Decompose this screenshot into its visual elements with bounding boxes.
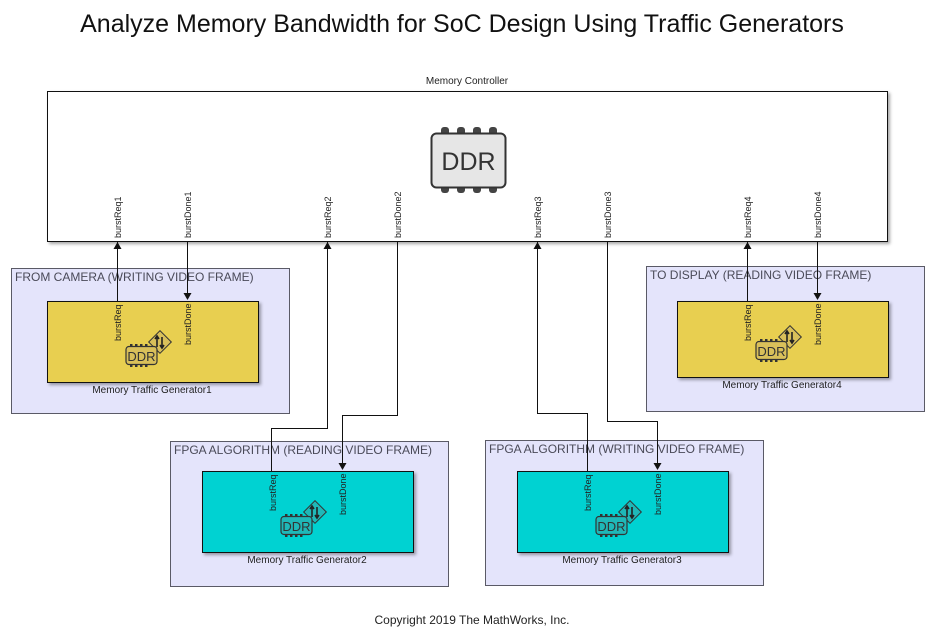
ddr-chip-icon: DDR xyxy=(430,127,507,193)
gen3-port-burstReq[interactable]: burstReq xyxy=(583,474,593,511)
wire-burstDone2 xyxy=(342,241,398,464)
wire-burstReq3 xyxy=(537,242,588,471)
memory-controller-label: Memory Controller xyxy=(425,76,509,87)
gen2-port-burstDone[interactable]: burstDone xyxy=(338,473,348,515)
ddr-text: DDR xyxy=(282,519,310,534)
arrow-up-icon xyxy=(743,242,752,249)
ddr-text: DDR xyxy=(597,519,625,534)
port-burstReq1[interactable]: burstReq1 xyxy=(113,196,123,238)
gen1-port-burstDone[interactable]: burstDone xyxy=(183,303,193,345)
block-label: Memory Traffic Generator3 xyxy=(562,555,682,566)
port-burstReq4[interactable]: burstReq4 xyxy=(743,196,753,238)
ddr-traffic-icon: DDR xyxy=(125,330,173,367)
block-label: Memory Traffic Generator4 xyxy=(722,380,842,391)
port-burstReq3[interactable]: burstReq3 xyxy=(533,196,543,238)
area-label: TO DISPLAY (READING VIDEO FRAME) xyxy=(650,268,872,282)
ddr-traffic-icon: DDR xyxy=(755,325,803,362)
area-label: FPGA ALGORITHM (WRITING VIDEO FRAME) xyxy=(489,442,745,456)
ddr-traffic-icon: DDR xyxy=(595,500,643,537)
gen4-port-burstDone[interactable]: burstDone xyxy=(813,303,823,345)
area-label: FPGA ALGORITHM (READING VIDEO FRAME) xyxy=(174,443,433,457)
memory-traffic-generator-4[interactable] xyxy=(677,301,889,378)
block-label: Memory Traffic Generator1 xyxy=(92,385,212,396)
gen1-port-burstReq[interactable]: burstReq xyxy=(113,304,123,341)
gen2-port-burstReq[interactable]: burstReq xyxy=(268,474,278,511)
ddr-text: DDR xyxy=(127,349,155,364)
arrow-up-icon xyxy=(533,242,542,249)
arrow-up-icon xyxy=(113,242,122,249)
ddr-chip-text: DDR xyxy=(441,148,495,176)
port-burstReq2[interactable]: burstReq2 xyxy=(323,196,333,238)
arrow-up-icon xyxy=(323,242,332,249)
block-label: Memory Traffic Generator2 xyxy=(247,555,367,566)
port-burstDone2[interactable]: burstDone2 xyxy=(393,191,403,238)
gen4-port-burstReq[interactable]: burstReq xyxy=(743,304,753,341)
area-label: FROM CAMERA (WRITING VIDEO FRAME) xyxy=(15,270,254,284)
copyright-footer: Copyright 2019 The MathWorks, Inc. xyxy=(374,613,570,627)
port-burstDone3[interactable]: burstDone3 xyxy=(603,191,613,238)
gen3-port-burstDone[interactable]: burstDone xyxy=(653,473,663,515)
ddr-traffic-icon: DDR xyxy=(280,500,328,537)
diagram-title: Analyze Memory Bandwidth for SoC Design … xyxy=(80,10,844,38)
memory-traffic-generator-2[interactable] xyxy=(202,471,414,553)
ddr-text: DDR xyxy=(757,344,785,359)
port-burstDone4[interactable]: burstDone4 xyxy=(813,191,823,238)
port-burstDone1[interactable]: burstDone1 xyxy=(183,191,193,238)
